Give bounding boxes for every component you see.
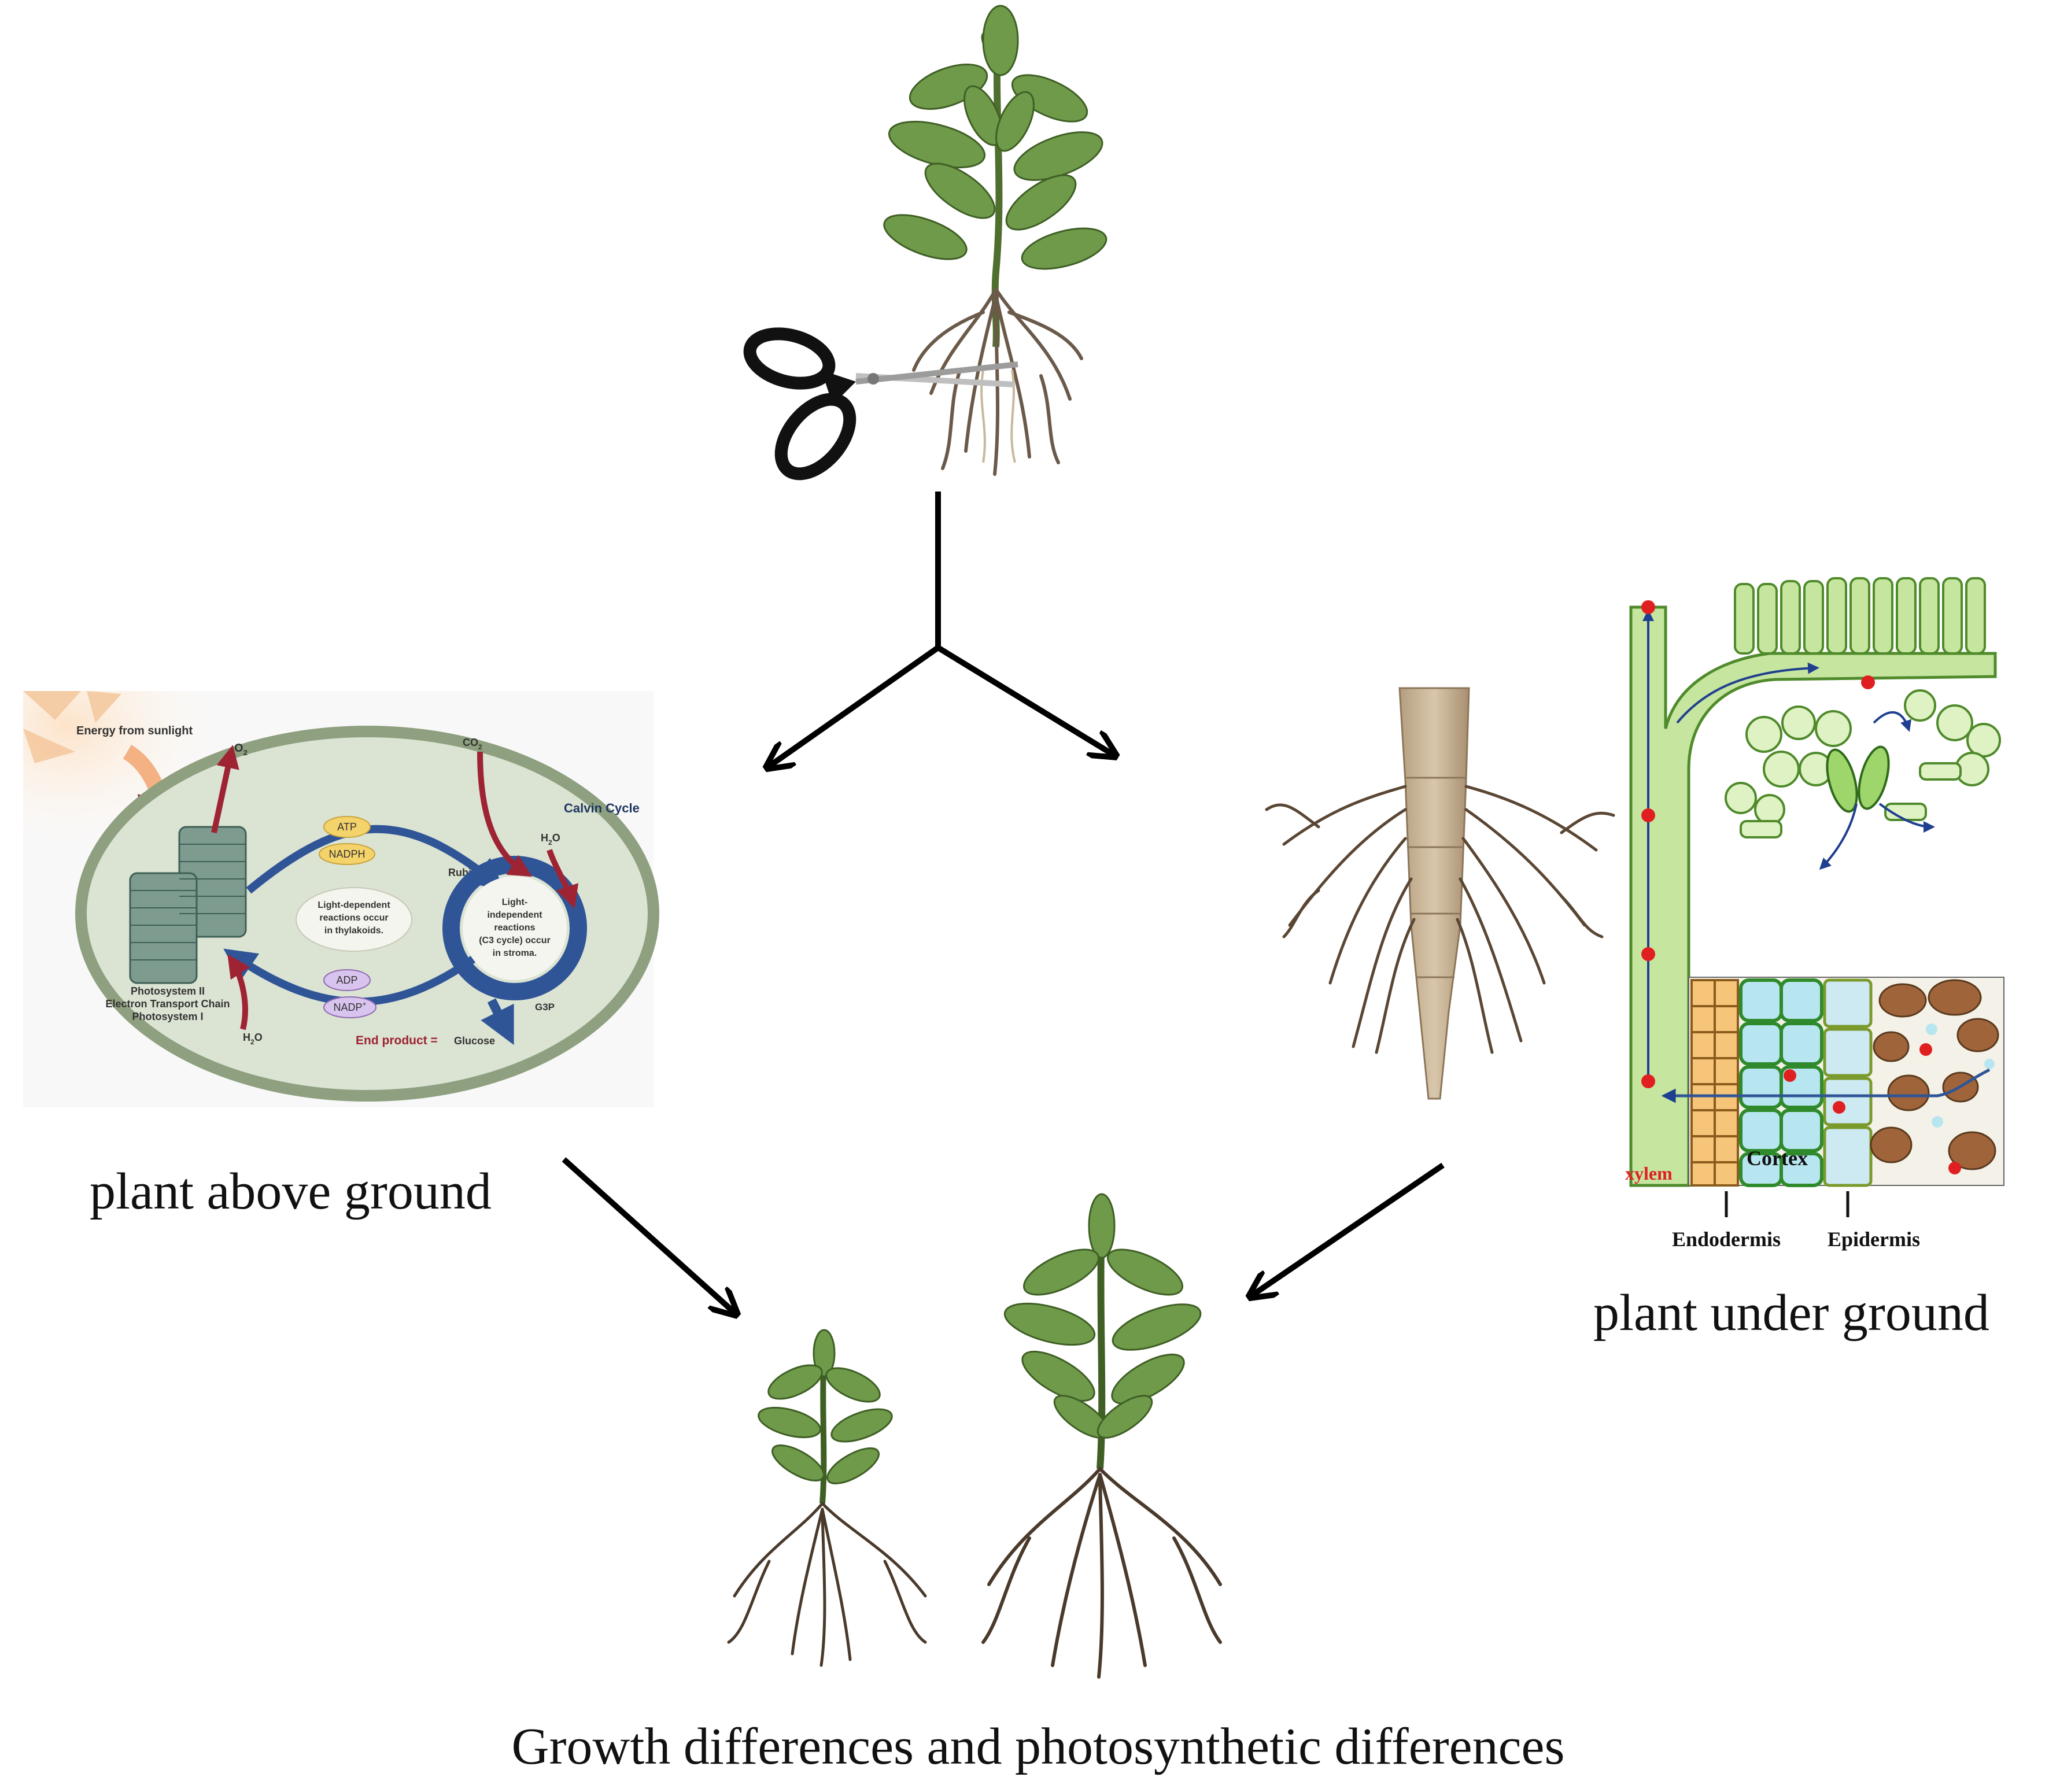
etc-label: Electron Transport Chain	[105, 998, 230, 1010]
root-anatomy-panel: xylem Cortex Endodermis Epidermis	[1625, 577, 2004, 1251]
light-dep-line3: in thylakoids.	[324, 926, 383, 936]
h2o-bottom-label: H2O	[243, 1032, 263, 1046]
g3p-label: G3P	[535, 1002, 555, 1013]
end-product-label: End product =	[356, 1034, 438, 1047]
caption-above-ground: plant above ground	[90, 1163, 492, 1220]
light-ind-line3: reactions	[494, 923, 535, 933]
calvin-cycle-label: Calvin Cycle	[564, 801, 640, 815]
light-dep-line2: reactions occur	[319, 913, 388, 923]
top-plant	[883, 5, 1107, 476]
caption-under-ground: plant under ground	[1593, 1284, 1989, 1342]
photosynthesis-diagram: Energy from sunlight O2 ATP NADPH ADP NA…	[23, 691, 659, 1107]
co2-label: CO2	[463, 737, 482, 751]
light-ind-line5: in stroma.	[493, 948, 537, 958]
light-ind-line1: Light-	[502, 897, 527, 907]
xylem-label: xylem	[1625, 1163, 1673, 1184]
taproot-illustration	[1265, 687, 1615, 1100]
nadph-label: NADPH	[328, 848, 365, 860]
light-ind-line2: independent	[487, 910, 542, 920]
small-plant	[727, 1329, 927, 1667]
photosystem-i-label: Photosystem I	[132, 1011, 203, 1022]
light-ind-line4: (C3 cycle) occur	[479, 936, 551, 945]
o2-label: O2	[234, 742, 248, 757]
h2o-top-label: H2O	[541, 832, 560, 847]
adp-label: ADP	[336, 974, 357, 986]
glucose-label: Glucose	[454, 1035, 495, 1047]
nadp-label: NADP+	[333, 1000, 366, 1013]
epidermis-label: Epidermis	[1828, 1228, 1920, 1251]
large-plant	[981, 1193, 1222, 1679]
energy-label: Energy from sunlight	[76, 725, 193, 737]
cortex-label: Cortex	[1747, 1147, 1808, 1170]
caption-bottom: Growth differences and photosynthetic di…	[511, 1718, 1564, 1775]
light-dep-line1: Light-dependent	[318, 900, 390, 910]
scissors-icon	[743, 327, 1018, 481]
photosystem-ii-label: Photosystem II	[131, 985, 205, 997]
converge-arrows	[562, 1157, 1445, 1313]
atp-label: ATP	[337, 821, 357, 833]
endodermis-label: Endodermis	[1672, 1228, 1781, 1251]
sun-icon	[23, 691, 121, 763]
split-arrows	[769, 492, 1113, 766]
thylakoid-stacks	[129, 826, 247, 984]
